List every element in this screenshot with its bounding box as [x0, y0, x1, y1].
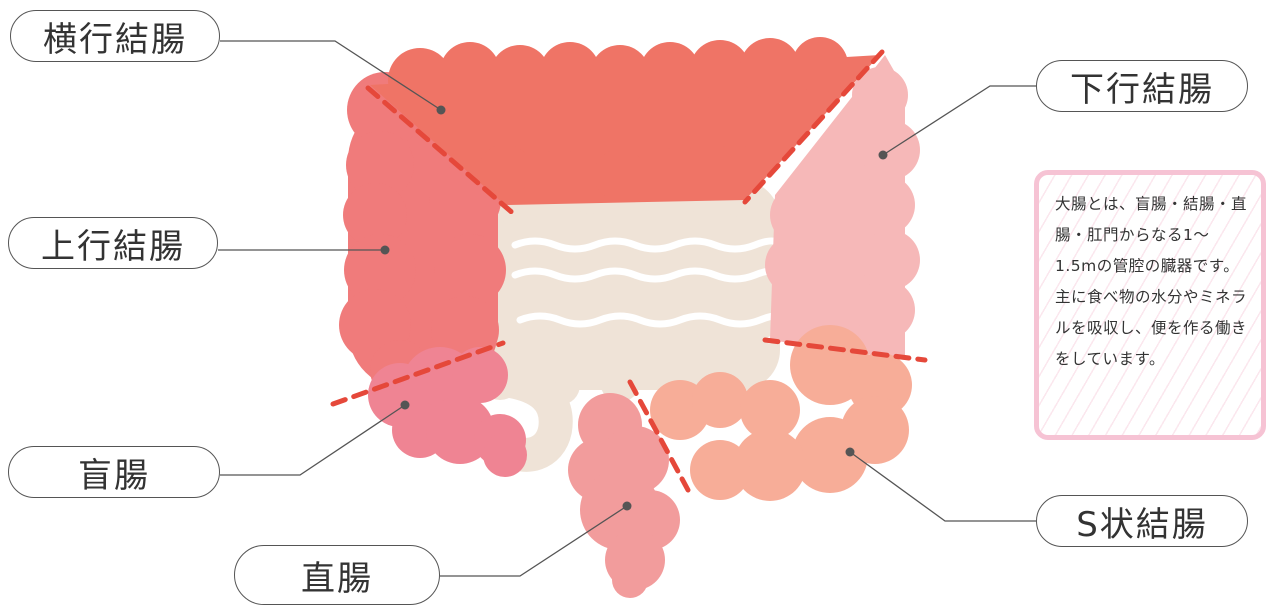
label-rectum: 直腸 — [234, 545, 440, 605]
info-box: 大腸とは、盲腸・結腸・直腸・肛門からなる1～1.5mの管腔の臓器です。主に食べ物… — [1034, 170, 1266, 440]
label-cecum: 盲腸 — [8, 446, 220, 498]
label-sigmoid-colon: S状結腸 — [1036, 495, 1248, 547]
info-text: 大腸とは、盲腸・結腸・直腸・肛門からなる1～1.5mの管腔の臓器です。主に食べ物… — [1055, 195, 1247, 368]
label-transverse-colon: 横行結腸 — [10, 10, 220, 62]
label-ascending-colon: 上行結腸 — [8, 217, 218, 269]
cecum — [368, 347, 527, 477]
label-descending-colon: 下行結腸 — [1036, 60, 1248, 112]
